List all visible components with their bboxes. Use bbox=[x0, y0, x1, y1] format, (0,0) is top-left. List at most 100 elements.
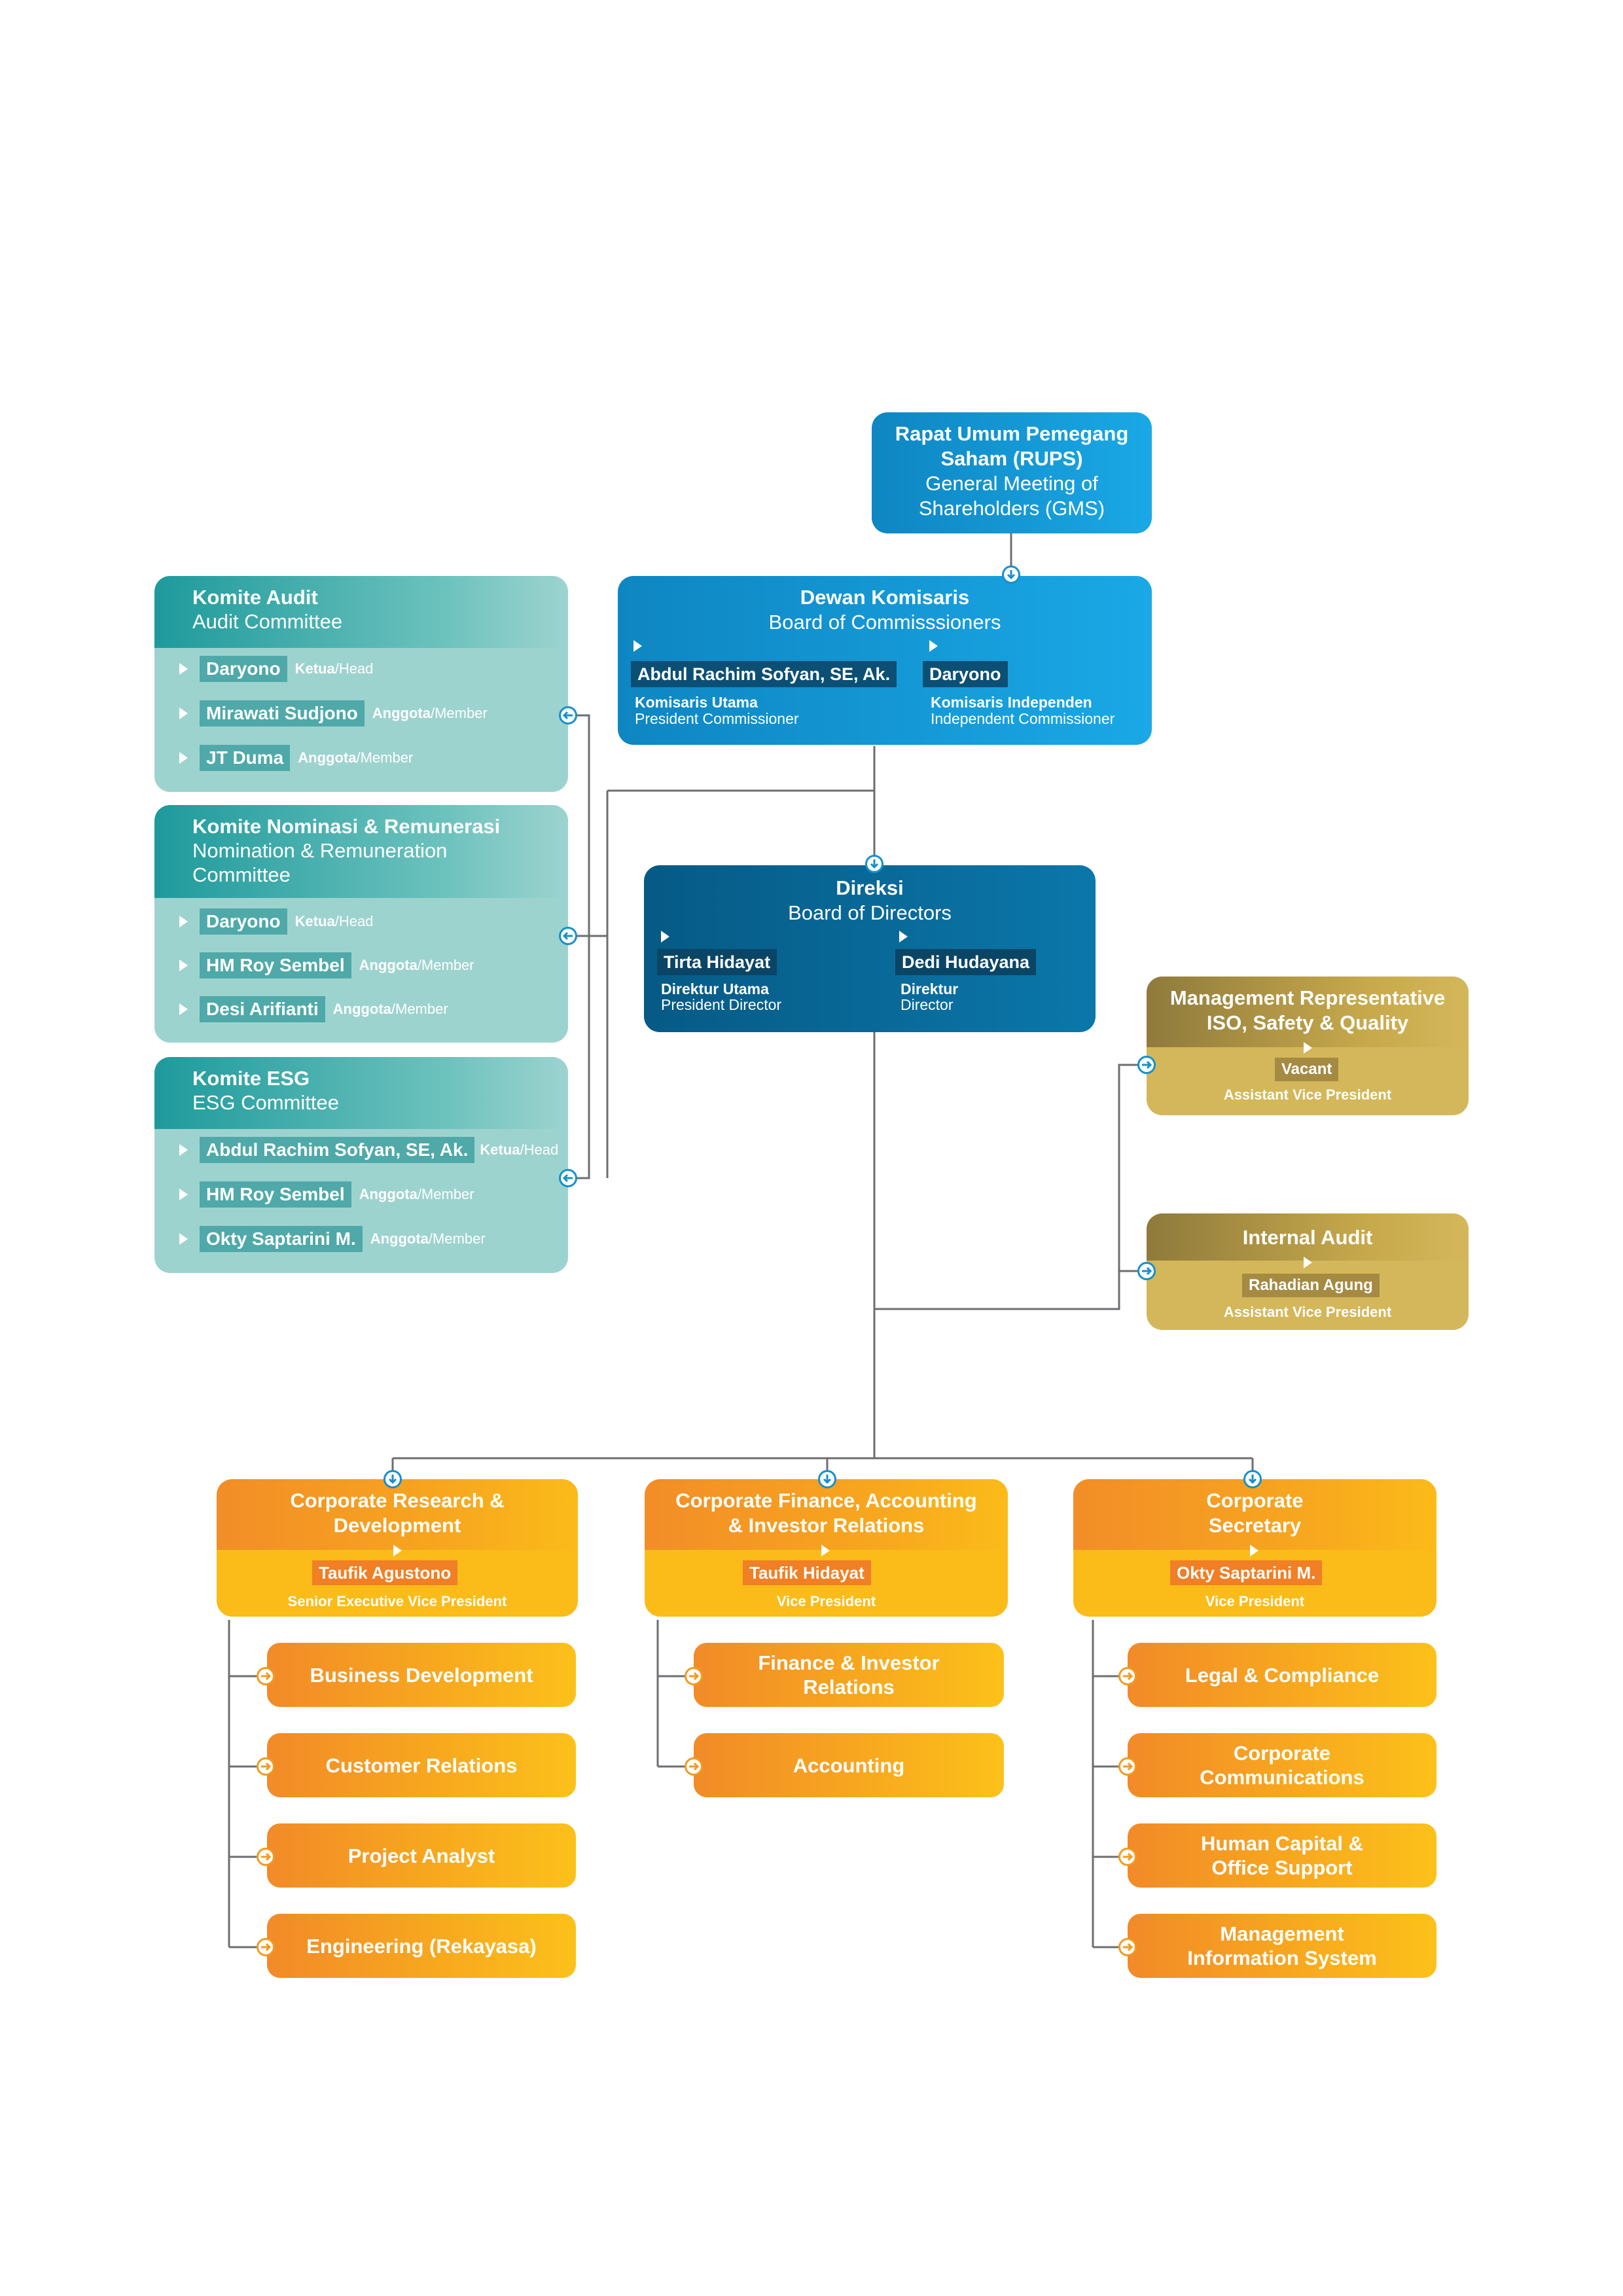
arrow-right-icon bbox=[257, 1757, 275, 1776]
audit-committee-box: Komite Audit Audit Committee Daryono Ketu… bbox=[154, 576, 568, 792]
board-of-directors-box: Direksi Board of Directors Tirta Hidayat… bbox=[644, 865, 1096, 1032]
board-of-commissioners-box: Dewan Komisaris Board of Commisssioners … bbox=[618, 576, 1152, 745]
committee-member: Okty Saptarini M.Anggota/Member bbox=[179, 1226, 486, 1252]
arrow-left-icon bbox=[559, 927, 577, 945]
triangle-icon bbox=[179, 1003, 188, 1015]
arrow-right-icon bbox=[1118, 1938, 1137, 1956]
management-representative-box: Management Representative ISO, Safety & … bbox=[1147, 977, 1469, 1115]
role-en: /Member bbox=[356, 749, 414, 766]
triangle-icon bbox=[179, 752, 188, 764]
triangle-icon bbox=[179, 916, 188, 927]
arrow-down-icon bbox=[383, 1470, 402, 1488]
division-head-name: Okty Saptarini M. bbox=[1170, 1560, 1323, 1585]
esg-committee-box: Komite ESG ESG Committee Abdul Rachim So… bbox=[154, 1057, 568, 1273]
bod-title: Direksi bbox=[836, 876, 904, 899]
bod-member-role-en: President Director bbox=[661, 996, 782, 1013]
committee-title: Komite ESG bbox=[192, 1067, 310, 1090]
nomination-committee-box: Komite Nominasi & Remunerasi Nomination … bbox=[154, 805, 568, 1043]
member-name: Desi Arifianti bbox=[200, 996, 325, 1022]
triangle-icon bbox=[179, 1189, 188, 1200]
committee-subtitle: Audit Committee bbox=[192, 610, 343, 633]
arrow-right-icon bbox=[257, 1667, 275, 1685]
boc-member-name: Daryono bbox=[923, 661, 1008, 687]
boc-member-name: Abdul Rachim Sofyan, SE, Ak. bbox=[631, 661, 897, 687]
committee-subtitle: ESG Committee bbox=[192, 1091, 339, 1114]
boc-subtitle: Board of Commisssioners bbox=[768, 611, 1001, 634]
internal-audit-position: Assistant Vice President bbox=[1223, 1304, 1392, 1320]
triangle-icon bbox=[1304, 1257, 1312, 1268]
bod-member-role-en: Director bbox=[901, 996, 954, 1013]
arrow-down-icon bbox=[1002, 565, 1020, 584]
triangle-icon bbox=[179, 663, 188, 675]
arrow-down-icon bbox=[818, 1470, 836, 1488]
boc-title: Dewan Komisaris bbox=[800, 586, 970, 609]
role-en: /Head bbox=[520, 1141, 559, 1158]
bod-member-name: Dedi Hudayana bbox=[895, 949, 1037, 975]
unit-box: Finance & Investor Relations bbox=[694, 1643, 1004, 1707]
bod-member-role-id: Direktur Utama bbox=[661, 980, 769, 997]
division-title: Development bbox=[333, 1514, 461, 1537]
boc-member-role-en: President Commissioner bbox=[635, 710, 799, 727]
member-name: Mirawati Sudjono bbox=[200, 700, 365, 726]
role-en: /Member bbox=[417, 1186, 474, 1202]
role-en: /Member bbox=[428, 1230, 486, 1247]
unit-box: Customer Relations bbox=[267, 1733, 576, 1797]
division-finance-box: Corporate Finance, Accounting & Investor… bbox=[645, 1479, 1008, 1617]
member-name: Daryono bbox=[200, 656, 287, 682]
role-id: Ketua bbox=[294, 660, 335, 677]
role-id: Ketua bbox=[480, 1141, 520, 1158]
member-name: Okty Saptarini M. bbox=[200, 1226, 363, 1252]
arrow-right-icon bbox=[685, 1667, 703, 1685]
arrow-right-icon bbox=[257, 1938, 275, 1956]
division-title: Corporate bbox=[1206, 1489, 1304, 1512]
committee-title: Komite Audit bbox=[192, 586, 318, 609]
role-en: /Member bbox=[417, 957, 474, 973]
triangle-icon bbox=[179, 1233, 188, 1245]
bod-subtitle: Board of Directors bbox=[788, 901, 952, 924]
arrow-right-icon bbox=[1118, 1757, 1137, 1776]
role-en: /Member bbox=[391, 1001, 448, 1017]
division-title: & Investor Relations bbox=[728, 1514, 925, 1537]
unit-box: Corporate Communications bbox=[1128, 1733, 1436, 1797]
member-name: Abdul Rachim Sofyan, SE, Ak. bbox=[200, 1137, 475, 1163]
rups-title: Rapat Umum Pemegang Saham (RUPS) bbox=[895, 422, 1129, 470]
committee-member: Daryono Ketua/Head bbox=[179, 656, 373, 682]
member-name: Daryono bbox=[200, 908, 287, 935]
member-name: JT Duma bbox=[200, 745, 291, 771]
bod-member-name: Tirta Hidayat bbox=[657, 949, 777, 975]
division-head-position: Senior Executive Vice President bbox=[287, 1593, 507, 1609]
mgmt-rep-title: Management Representative bbox=[1169, 986, 1446, 1009]
arrow-down-icon bbox=[1243, 1470, 1262, 1488]
triangle-icon bbox=[179, 1144, 188, 1156]
triangle-icon bbox=[633, 640, 642, 652]
internal-audit-box: Internal Audit Rahadian Agung Assistant … bbox=[1147, 1213, 1469, 1330]
member-name: HM Roy Sembel bbox=[200, 1181, 351, 1208]
unit-box: Management Information System bbox=[1128, 1914, 1436, 1978]
division-head-position: Vice President bbox=[776, 1593, 876, 1609]
arrow-left-icon bbox=[559, 706, 577, 725]
mgmt-rep-name: Vacant bbox=[1275, 1058, 1339, 1081]
arrow-down-icon bbox=[865, 855, 883, 873]
committee-subtitle: Committee bbox=[192, 863, 291, 886]
role-id: Anggota bbox=[372, 705, 431, 721]
internal-audit-title: Internal Audit bbox=[1242, 1226, 1373, 1249]
division-title: Corporate Finance, Accounting bbox=[675, 1489, 977, 1512]
triangle-icon bbox=[821, 1545, 830, 1556]
role-en: /Head bbox=[334, 660, 374, 677]
rups-subtitle: General Meeting of Shareholders (GMS) bbox=[918, 472, 1105, 520]
division-title: Corporate Research & bbox=[290, 1489, 505, 1512]
unit-box: Engineering (Rekayasa) bbox=[267, 1914, 576, 1978]
committee-member: Abdul Rachim Sofyan, SE, Ak. Ketua/Head bbox=[179, 1137, 558, 1163]
triangle-icon bbox=[179, 708, 188, 719]
division-title: Secretary bbox=[1208, 1514, 1302, 1537]
unit-box: Legal & Compliance bbox=[1128, 1643, 1436, 1707]
internal-audit-name: Rahadian Agung bbox=[1242, 1274, 1380, 1297]
bod-member-role-id: Direktur bbox=[901, 980, 959, 997]
rups-box: Rapat Umum Pemegang Saham (RUPS) General… bbox=[872, 412, 1152, 533]
